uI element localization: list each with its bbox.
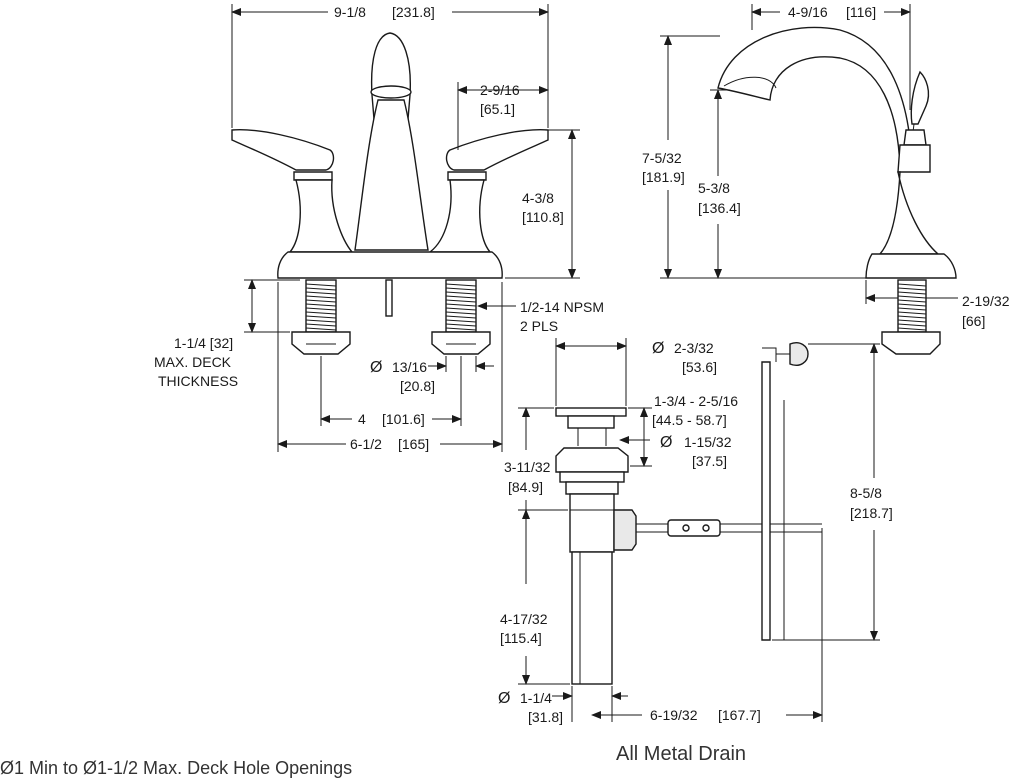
- side-shank-threads: [897, 283, 927, 331]
- pivot-reach-label: 6-19/32: [650, 707, 698, 723]
- thread-line: [305, 319, 337, 323]
- shank-dia-label: 13/16: [392, 359, 427, 375]
- thread-line: [305, 283, 337, 287]
- thread-line: [445, 291, 477, 295]
- side-view-faucet: [717, 26, 957, 355]
- thread-line: [445, 303, 477, 307]
- flange-dia-label: 2-3/32: [674, 340, 714, 356]
- diameter-symbol: Ø: [660, 434, 672, 451]
- thread-line: [897, 287, 927, 291]
- shank-dia-mm-label: [20.8]: [400, 378, 435, 394]
- height-label: 4-3/8: [522, 190, 554, 206]
- thread-line: [445, 287, 477, 291]
- thread-line: [445, 283, 477, 287]
- front-view-faucet: [231, 32, 549, 355]
- stopper-range-mm-label: [44.5 - 58.7]: [652, 412, 727, 428]
- thread-line: [305, 323, 337, 327]
- thread-line: [305, 299, 337, 303]
- tail-length-mm-label: [115.4]: [500, 630, 542, 646]
- centerset-mm-label: [101.6]: [382, 411, 425, 427]
- total-height-label: 7-5/32: [642, 150, 682, 166]
- shank-threads: [305, 283, 477, 331]
- thread-line: [305, 287, 337, 291]
- diameter-symbol: Ø: [370, 359, 382, 376]
- pivot-reach-mm-label: [167.7]: [718, 707, 761, 723]
- total-height-mm-label: [181.9]: [642, 169, 685, 185]
- drain-dimensions: [518, 338, 880, 722]
- upper-height-mm-label: [84.9]: [508, 479, 543, 495]
- thread-line: [897, 315, 927, 319]
- stopper-range-label: 1-3/4 - 2-5/16: [654, 393, 738, 409]
- thread-line: [445, 307, 477, 311]
- deck-label-line1: MAX. DECK: [154, 354, 232, 370]
- drain-labels: Ø 2-3/32 [53.6] 1-3/4 - 2-5/16 [44.5 - 5…: [498, 340, 893, 725]
- drain-caption: All Metal Drain: [616, 743, 746, 765]
- thread-line: [445, 295, 477, 299]
- front-view-labels: 9-1/8 [231.8] 2-9/16 [65.1] 4-3/8 [110.8…: [154, 4, 604, 452]
- lift-rod-height-label: 8-5/8: [850, 485, 882, 501]
- centerset-label: 4: [358, 411, 366, 427]
- tail-dia-mm-label: [31.8]: [528, 709, 563, 725]
- thread-line: [897, 283, 927, 287]
- side-view-labels: 4-9/16 [116] 7-5/32 [181.9] 5-3/8 [136.4…: [642, 4, 1010, 329]
- spout-height-mm-label: [136.4]: [698, 200, 741, 216]
- side-view-dimensions: [660, 4, 958, 304]
- thread-line: [305, 327, 337, 331]
- thread-line: [897, 295, 927, 299]
- thread-qty-label: 2 PLS: [520, 318, 558, 334]
- thread-line: [445, 299, 477, 303]
- thread-line: [897, 299, 927, 303]
- base-width-mm-label: [165]: [398, 436, 429, 452]
- lift-rod-height-mm-label: [218.7]: [850, 505, 893, 521]
- deck-thickness-label: 1-1/4 [32]: [174, 335, 233, 351]
- diameter-symbol: Ø: [652, 340, 664, 357]
- thread-line: [897, 323, 927, 327]
- thread-line: [897, 307, 927, 311]
- deck-hole-caption: Ø1 Min to Ø1-1/2 Max. Deck Hole Openings: [0, 758, 352, 778]
- front-view-dimensions: [231, 4, 580, 452]
- tail-length-label: 4-17/32: [500, 611, 548, 627]
- handle-offset-label: 2-9/16: [480, 82, 520, 98]
- overall-width-label: 9-1/8: [334, 4, 366, 20]
- thread-line: [897, 303, 927, 307]
- thread-line: [445, 327, 477, 331]
- thread-line: [305, 311, 337, 315]
- thread-line: [305, 295, 337, 299]
- reach-label: 4-9/16: [788, 4, 828, 20]
- overall-width-mm-label: [231.8]: [392, 4, 435, 20]
- spout-height-label: 5-3/8: [698, 180, 730, 196]
- deck-label-line2: THICKNESS: [158, 373, 238, 389]
- thread-line: [445, 323, 477, 327]
- thread-line: [897, 327, 927, 331]
- drain-assembly: [555, 342, 822, 685]
- body-dia-label: 1-15/32: [684, 434, 732, 450]
- tail-dia-label: 1-1/4: [520, 690, 552, 706]
- base-width-label: 6-1/2: [350, 436, 382, 452]
- thread-line: [897, 311, 927, 315]
- thread-line: [305, 307, 337, 311]
- thread-line: [305, 315, 337, 319]
- height-mm-label: [110.8]: [522, 209, 564, 225]
- body-dia-mm-label: [37.5]: [692, 453, 727, 469]
- flange-dia-mm-label: [53.6]: [682, 359, 717, 375]
- upper-height-label: 3-11/32: [504, 459, 551, 475]
- thread-line: [445, 315, 477, 319]
- thread-line: [897, 319, 927, 323]
- thread-line: [897, 291, 927, 295]
- thread-line: [445, 319, 477, 323]
- shank-length-mm-label: [66]: [962, 313, 985, 329]
- thread-line: [305, 291, 337, 295]
- shank-length-label: 2-19/32: [962, 293, 1010, 309]
- thread-line: [445, 311, 477, 315]
- thread-label: 1/2-14 NPSM: [520, 299, 604, 315]
- reach-mm-label: [116]: [846, 4, 876, 20]
- handle-offset-mm-label: [65.1]: [480, 101, 515, 117]
- thread-line: [305, 303, 337, 307]
- diameter-symbol: Ø: [498, 690, 510, 707]
